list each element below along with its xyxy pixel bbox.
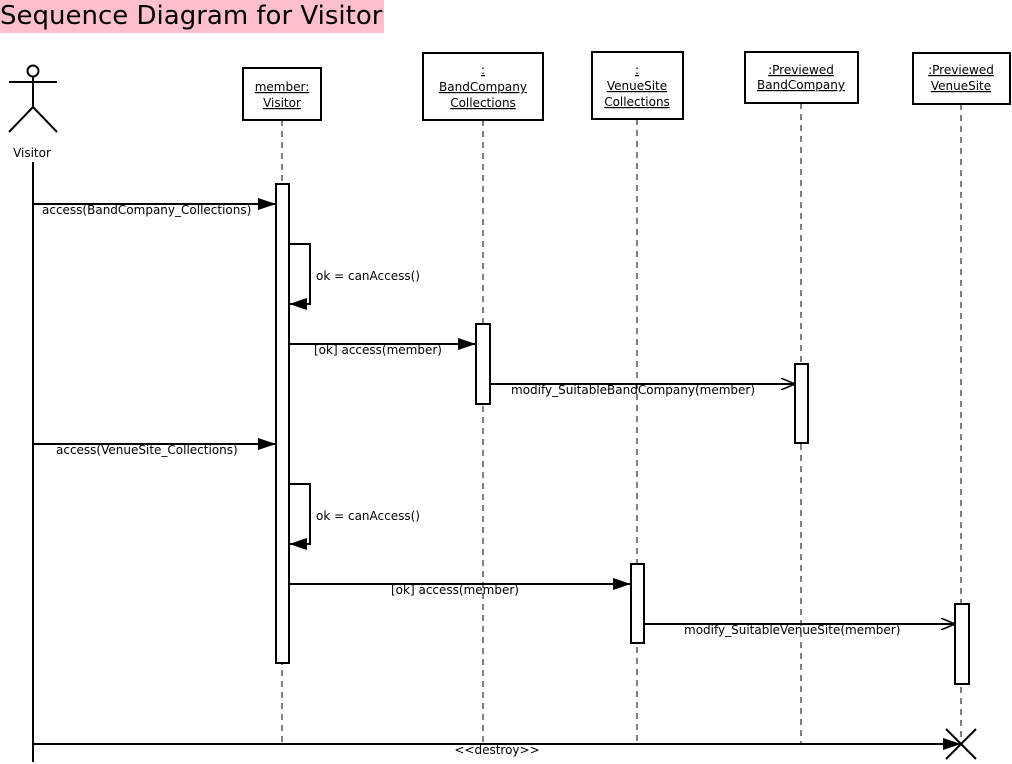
object-venue-collections-label-2: VenueSite xyxy=(607,79,667,93)
object-venue-collections-label-3: Collections xyxy=(604,95,670,109)
activation-member xyxy=(275,183,290,664)
object-member-box xyxy=(242,67,322,121)
message-can-access-2-arrow xyxy=(289,483,311,550)
diagram-title: Sequence Diagram for Visitor xyxy=(0,0,385,33)
object-band-collections-label: : xyxy=(481,63,485,77)
message-modify-venue-label: modify_SuitableVenueSite(member) xyxy=(684,623,900,637)
object-venue-collections: : VenueSite Collections xyxy=(591,51,684,120)
activation-band-collections xyxy=(475,323,491,405)
object-previewed-band-label: :Previewed xyxy=(768,63,834,77)
object-venue-collections-label: : xyxy=(635,63,639,77)
object-band-collections: : BandCompany Collections xyxy=(422,52,544,121)
message-ok-access-band-label: [ok] access(member) xyxy=(314,343,442,357)
object-previewed-venue: :Previewed VenueSite xyxy=(912,52,1011,105)
object-band-collections-label-3: Collections xyxy=(450,96,516,110)
activation-venue-collections xyxy=(630,563,645,644)
object-member: member: Visitor xyxy=(242,67,322,121)
object-previewed-venue-label: :Previewed xyxy=(928,63,994,77)
object-previewed-band-box xyxy=(744,51,859,104)
object-member-label-2: Visitor xyxy=(263,96,301,110)
message-destroy-label: <<destroy>> xyxy=(454,743,539,757)
object-previewed-band-label-2: BandCompany xyxy=(757,78,845,92)
message-can-access-2-label: ok = canAccess() xyxy=(316,509,420,523)
actor-label: Visitor xyxy=(13,146,51,160)
actor-left-leg xyxy=(8,106,34,133)
message-ok-access-venue-label: [ok] access(member) xyxy=(391,583,519,597)
object-previewed-band: :Previewed BandCompany xyxy=(744,51,859,104)
actor-head xyxy=(26,64,40,78)
object-previewed-venue-label-2: VenueSite xyxy=(931,79,991,93)
message-modify-band-label: modify_SuitableBandCompany(member) xyxy=(511,383,755,397)
destroy-x-icon xyxy=(945,728,977,760)
message-access-band-collections-label: access(BandCompany_Collections) xyxy=(42,203,251,217)
message-can-access-1-arrow xyxy=(289,243,311,310)
actor-right-leg xyxy=(32,106,58,133)
object-venue-collections-box xyxy=(591,51,684,120)
object-band-collections-label-2: BandCompany xyxy=(439,80,527,94)
message-can-access-1-label: ok = canAccess() xyxy=(316,269,420,283)
destroy-x-stroke-2 xyxy=(945,728,977,760)
visitor-actor: Visitor xyxy=(8,64,58,160)
activation-previewed-venue xyxy=(954,603,970,685)
message-access-venue-collections-label: access(VenueSite_Collections) xyxy=(56,443,238,457)
object-band-collections-box xyxy=(422,52,544,121)
object-member-label: member: xyxy=(255,80,310,94)
activation-previewed-band xyxy=(794,363,809,444)
